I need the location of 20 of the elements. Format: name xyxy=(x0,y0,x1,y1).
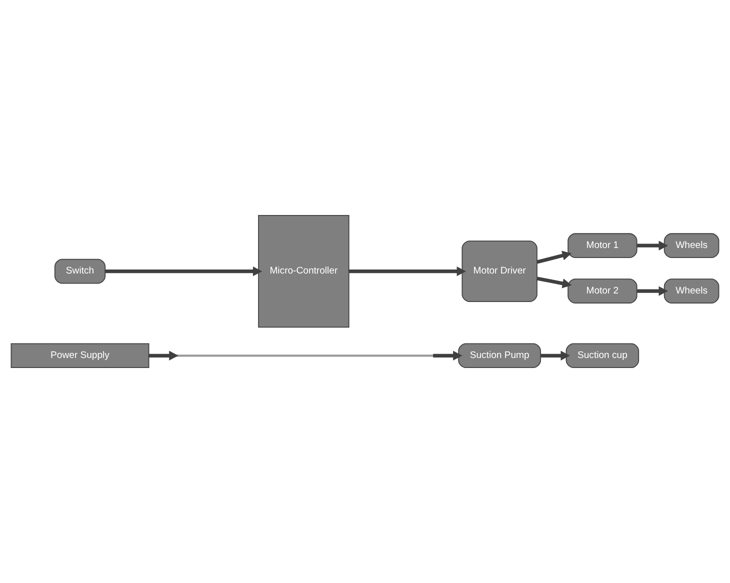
arrow xyxy=(637,240,668,250)
node-box: Switch xyxy=(54,258,106,284)
node-box: Motor Driver xyxy=(462,240,538,302)
node-bar xyxy=(174,354,434,357)
node-box: Micro-Controller xyxy=(258,214,350,328)
node-box: Wheels xyxy=(664,233,720,258)
arrow xyxy=(148,350,178,360)
arrow xyxy=(540,350,570,360)
arrow xyxy=(105,266,262,276)
node-box: Power Supply xyxy=(10,343,150,368)
arrow xyxy=(637,286,668,296)
arrow xyxy=(536,276,572,288)
node-box: Motor 1 xyxy=(568,233,638,258)
node-box: Motor 2 xyxy=(568,278,638,304)
arrow xyxy=(536,250,572,264)
arrow xyxy=(433,350,462,360)
node-box: Suction Pump xyxy=(458,343,541,368)
node-box: Suction cup xyxy=(566,343,640,368)
arrow xyxy=(348,266,466,276)
node-box: Wheels xyxy=(664,278,720,304)
